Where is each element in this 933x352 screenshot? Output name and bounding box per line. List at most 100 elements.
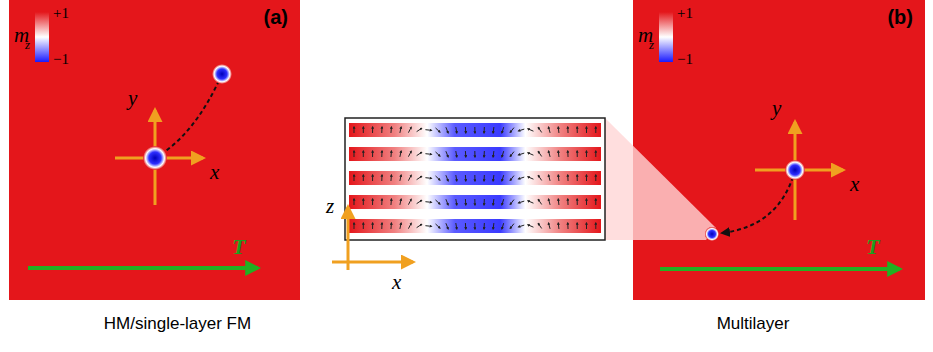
spin-arrow (465, 151, 466, 157)
spin-arrow (390, 127, 392, 133)
spin-arrow (493, 199, 495, 205)
colorbar (35, 12, 49, 62)
spin-arrow (510, 128, 514, 133)
spin-arrow (577, 199, 578, 205)
spin-arrow (558, 151, 560, 157)
x-axis (332, 261, 413, 264)
spin-arrow (455, 199, 457, 205)
spin-arrow (390, 199, 392, 205)
spin-arrow (502, 175, 504, 181)
spin-arrow (417, 128, 422, 131)
panel-caption: HM/single-layer FM (2, 314, 353, 334)
colorbar-subscript: z (25, 38, 30, 51)
spin-arrow (446, 151, 448, 157)
spin-arrow (549, 127, 551, 133)
spin-arrow (586, 199, 587, 205)
spin-arrow (465, 127, 466, 133)
spin-arrow (390, 175, 392, 181)
spin-arrow (353, 127, 354, 133)
layer-band (349, 147, 601, 161)
spin-arrow (372, 223, 373, 229)
spin-arrow (474, 175, 475, 181)
spin-arrow (381, 223, 382, 229)
spin-arrow (446, 199, 448, 205)
spin-arrow (455, 223, 457, 229)
spin-arrow (425, 177, 431, 179)
panel-ground (9, 0, 300, 300)
spin-arrow (353, 223, 354, 229)
spin-arrow (425, 225, 431, 227)
spin-arrow (465, 199, 466, 205)
spin-arrow (502, 223, 504, 229)
temperature-label: T (232, 236, 245, 258)
spin-arrow (381, 151, 382, 157)
spin-arrow (538, 224, 541, 229)
spin-arrow (408, 127, 411, 132)
spin-arrow (455, 151, 457, 157)
spin-arrow (390, 151, 392, 157)
spin-arrow (363, 223, 364, 229)
temperature-gradient-arrow (660, 267, 900, 271)
spin-arrow (519, 153, 525, 155)
spin-arrow (493, 223, 495, 229)
spin-arrow (538, 152, 541, 157)
panel: (b)Multilayer (633, 0, 925, 300)
spin-arrow (586, 127, 587, 133)
spin-arrow (408, 151, 411, 156)
spin-arrow (465, 175, 466, 181)
spin-arrow (528, 225, 534, 227)
axis-label: z (326, 196, 334, 217)
layer-band (349, 123, 601, 137)
spin-arrow (436, 128, 440, 132)
spin-arrow (510, 152, 514, 157)
spin-arrow (465, 223, 466, 229)
axis-label: y (772, 98, 781, 119)
spin-arrow (567, 127, 568, 133)
spin-arrow (408, 175, 411, 180)
spin-arrow (436, 152, 440, 156)
spin-arrow (519, 177, 525, 179)
spin-arrow (510, 200, 514, 205)
spin-arrow (474, 199, 475, 205)
spin-arrow (372, 127, 373, 133)
spin-arrow (528, 177, 534, 179)
spin-arrow (577, 175, 578, 181)
spin-arrow (425, 153, 431, 155)
spin-arrow (474, 223, 475, 229)
spin-arrow (577, 151, 578, 157)
spin-arrow (538, 176, 541, 181)
spin-arrow (586, 223, 587, 229)
spin-arrow (567, 199, 568, 205)
spin-arrow (484, 223, 485, 229)
spin-arrow (400, 199, 401, 205)
spin-arrow (484, 151, 485, 157)
panel: (a)HM/single-layer FM (9, 0, 300, 300)
spin-arrow (595, 175, 596, 181)
spin-arrow (549, 175, 551, 181)
spin-arrow (408, 223, 411, 228)
inset-frame (345, 118, 605, 240)
spin-arrow (484, 127, 485, 133)
spin-arrow (436, 176, 440, 180)
trajectory (722, 170, 795, 233)
spin-arrow (493, 175, 495, 181)
colorbar-value: +1 (53, 6, 69, 21)
spin-arrow (400, 223, 401, 229)
spin-arrow (417, 152, 422, 155)
spin-arrow (372, 151, 373, 157)
colorbar-subscript: z (649, 38, 654, 51)
spin-arrow (417, 176, 422, 179)
spin-arrow (400, 127, 401, 133)
spin-arrow (595, 127, 596, 133)
temperature-gradient-arrow (28, 266, 258, 270)
spin-arrow (353, 175, 354, 181)
spin-arrow (425, 129, 431, 131)
spin-arrows (354, 127, 596, 229)
spin-arrow (363, 151, 364, 157)
skyrmion (212, 64, 232, 84)
spin-arrow (558, 127, 560, 133)
spin-arrow (502, 199, 504, 205)
spin-arrow (502, 151, 504, 157)
spin-arrow (425, 201, 431, 203)
